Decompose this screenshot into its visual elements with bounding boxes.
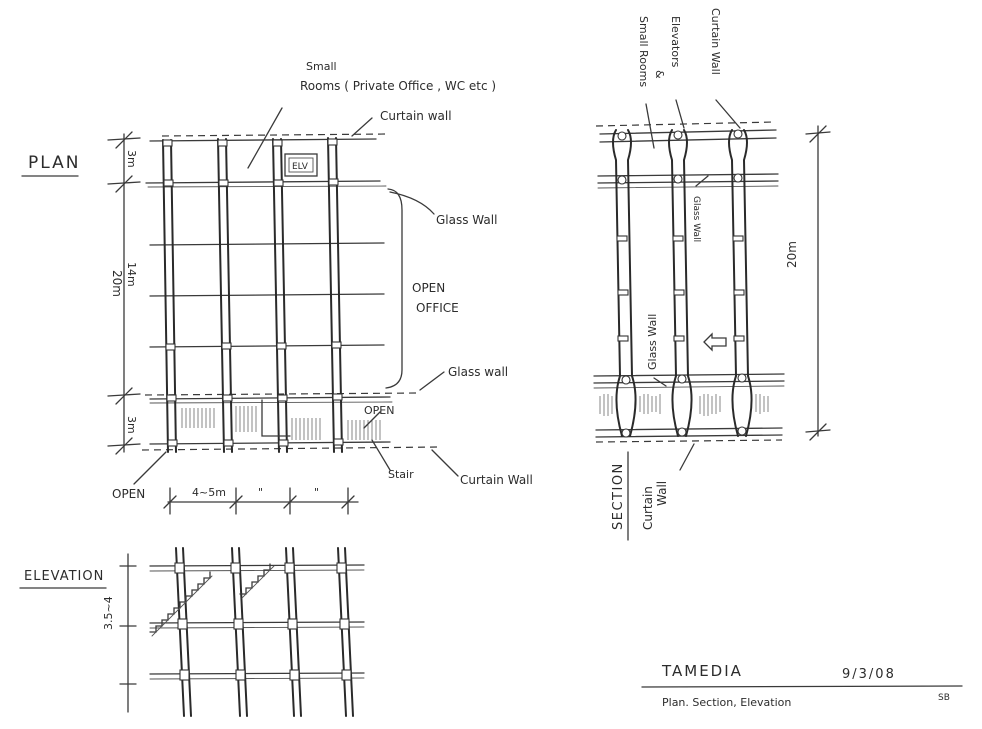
plan-bay-dim-label: 4~5m xyxy=(192,486,226,499)
section-hatch xyxy=(599,394,769,416)
section-elevators-label: Elevators xyxy=(669,16,682,68)
plan-dim-bottom: 3m xyxy=(125,416,138,434)
title-underline xyxy=(641,685,963,688)
plan-column-nodes xyxy=(162,138,344,447)
section-joints xyxy=(616,129,747,438)
plan-drawing: PLAN 3m 14m 20m 3m xyxy=(21,60,533,515)
section-curtain-top-label: Curtain Wall xyxy=(709,8,722,75)
section-curtain-bottom-label-1: Curtain xyxy=(641,486,655,530)
plan-stair-label: Stair xyxy=(388,468,414,481)
elevation-dim-label: 3.5~4 xyxy=(102,596,115,630)
section-curtain-bottom-label-2: Wall xyxy=(655,481,669,506)
plan-dim-top: 3m xyxy=(125,150,138,168)
section-column-1 xyxy=(612,129,637,437)
title-initials: SB xyxy=(938,693,950,703)
plan-glass-wall-top-label: Glass Wall xyxy=(436,213,497,227)
plan-curtain-wall-top xyxy=(161,133,389,137)
plan-elevator-box xyxy=(284,153,318,177)
plan-curtain-wall-bottom-label: Curtain Wall xyxy=(460,473,533,487)
section-small-rooms-label: Small Rooms xyxy=(637,16,650,87)
section-slab-mid xyxy=(593,373,785,377)
plan-beam-top xyxy=(149,138,377,142)
title-project: TAMEDIA xyxy=(661,662,743,680)
plan-open-right-label: OPEN xyxy=(364,404,394,417)
plan-bay-ditto-2: " xyxy=(314,486,319,499)
title-date: 9/3/08 xyxy=(842,667,896,682)
section-glass-left-label: Glass Wall xyxy=(646,314,659,370)
elevation-nodes xyxy=(174,562,352,681)
section-arrow-icon xyxy=(703,332,727,352)
plan-dim-20m: 20m xyxy=(110,270,124,297)
section-drawing: Small Rooms & Elevators Curtain Wall xyxy=(593,8,831,541)
elevation-stair xyxy=(149,563,271,633)
plan-curtain-wall-bottom xyxy=(141,446,441,451)
plan-open-office-label-2: OFFICE xyxy=(416,301,459,315)
elevation-drawing: ELEVATION 3.5~4 xyxy=(19,547,365,717)
title-block: TAMEDIA 9/3/08 Plan. Section, Elevation … xyxy=(641,662,963,709)
plan-glass-wall-bottom-label: Glass wall xyxy=(448,365,508,379)
plan-dim-14m: 14m xyxy=(125,262,138,287)
plan-curtain-wall-top-label: Curtain wall xyxy=(380,109,452,123)
plan-small-label: Small xyxy=(306,60,337,73)
section-column-3 xyxy=(728,129,753,437)
section-glass-inner-label: Glass Wall xyxy=(691,196,701,242)
plan-glass-wall-bottom xyxy=(144,392,421,396)
plan-rooms-label: Rooms ( Private Office , WC etc ) xyxy=(300,79,496,93)
plan-elv-label: ELV xyxy=(292,162,309,172)
plan-stair-hatch xyxy=(181,399,381,440)
plan-open-office-bracket xyxy=(385,188,403,389)
section-column-2 xyxy=(668,129,693,437)
plan-bay-ditto-1: " xyxy=(258,486,263,499)
elevation-title: ELEVATION xyxy=(24,569,104,584)
title-subtitle: Plan. Section, Elevation xyxy=(662,696,791,709)
section-amp-label: & xyxy=(653,70,666,79)
plan-title: PLAN xyxy=(28,153,80,173)
section-dim-label: 20m xyxy=(785,241,799,268)
plan-open-office-label-1: OPEN xyxy=(412,281,445,295)
plan-open-left-label: OPEN xyxy=(112,487,145,501)
section-title: SECTION xyxy=(611,462,626,530)
